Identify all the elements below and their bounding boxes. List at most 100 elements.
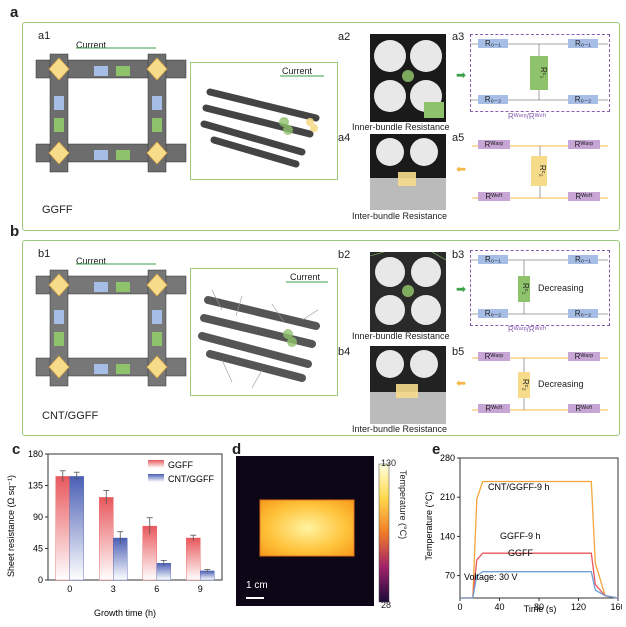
panel-label-d: d — [232, 441, 242, 458]
a1-current-label: Current — [76, 40, 107, 50]
a1-bundle-illustration — [200, 75, 324, 168]
b1-zoom-frame — [190, 268, 338, 396]
a3-resistor-r02-right: R₀₋₂ — [568, 95, 598, 104]
b1-current-label: Current — [76, 256, 107, 266]
sublabel-a4: a4 — [338, 132, 351, 144]
thermal-image — [236, 456, 390, 606]
colorbar-label: Temperature (°C) — [398, 470, 408, 540]
chart-e-label-ggff: GGFF — [508, 548, 533, 558]
a4-cross-section-image — [370, 134, 446, 210]
a2-cross-section-image — [370, 34, 446, 122]
chart-c-bar-ggff-9 — [186, 537, 201, 581]
a3-resistor-rc1: Rᶜ₁ — [530, 56, 548, 90]
b5-resistor-warp-right: Rᵂᵃʳᵖ — [568, 352, 600, 361]
panel-a-frame — [22, 22, 620, 231]
chart-c-legend-cnt: CNT/GGFF — [168, 474, 214, 484]
a1-zoom-current-label: Current — [282, 66, 313, 76]
sublabel-a1: a1 — [38, 30, 51, 42]
sublabel-a2: a2 — [338, 31, 351, 43]
a2-caption: Inner-bundle Resistance — [352, 122, 450, 132]
sublabel-b4: b4 — [338, 346, 351, 358]
chart-c-bar-ggff-0 — [55, 476, 70, 581]
b3-resistor-r02-right: R₀₋₂ — [568, 309, 598, 318]
chart-e-label-ggff9h: GGFF-9 h — [500, 531, 541, 541]
chart-c-legend-ggff: GGFF — [168, 460, 193, 470]
chart-c-x-tick-label: 6 — [154, 584, 159, 594]
b2-arrow-icon: ➡ — [456, 282, 467, 296]
a5-resistor-rc2: Rᶜ₂ — [531, 156, 547, 186]
chart-c-y-tick-label: 45 — [33, 544, 43, 554]
b3-warp-weft-label: Rᵂᵃʳᵖ/Rᵂᵉᶠᵗ — [508, 325, 547, 334]
chart-c-x-tick-label: 0 — [67, 584, 72, 594]
colorbar — [378, 463, 390, 603]
b4-caption: Inter-bundle Resistance — [352, 424, 448, 434]
chart-e-x-tick-label: 160 — [610, 602, 622, 612]
a5-resistor-warp-left: Rᵂᵃʳᵖ — [478, 140, 510, 149]
chart-c-y-tick-label: 90 — [33, 512, 43, 522]
b2-caption: Inner-bundle Resistance — [352, 331, 450, 341]
a4-caption: Inter-bundle Resistance — [352, 211, 448, 221]
a3-resistor-r01-right: R₀₋₁ — [568, 39, 598, 48]
a3-resistor-r01-left: R₀₋₁ — [478, 39, 508, 48]
panel-label-a: a — [10, 4, 19, 21]
chart-c-legend-swatch-ggff — [148, 460, 164, 468]
a5-resistor-weft-left: Rᵂᵉᶠᵗ — [478, 192, 510, 201]
b5-decreasing-label: Decreasing — [538, 379, 584, 389]
b5-resistor-warp-left: Rᵂᵃʳᵖ — [478, 352, 510, 361]
chart-e-x-tick-label: 80 — [534, 602, 544, 612]
chart-e-x-axis-label: Time (s) — [524, 604, 557, 614]
chart-e-y-tick-label: 70 — [445, 571, 455, 581]
a5-resistor-weft-right: Rᵂᵉᶠᵗ — [568, 192, 600, 201]
chart-e-x-tick-label: 120 — [571, 602, 586, 612]
chart-c-x-tick-label: 3 — [111, 584, 116, 594]
chart-e-y-tick-label: 280 — [440, 453, 455, 463]
chart-c-y-tick-label: 0 — [38, 575, 43, 585]
chart-e-y-tick-label: 140 — [440, 531, 455, 541]
sublabel-b1: b1 — [38, 248, 51, 260]
chart-e-temperature: 0408012016070140210280 Temperature (°C) … — [424, 453, 622, 614]
panel-label-e: e — [432, 441, 441, 458]
panel-label-b: b — [10, 223, 20, 240]
thermal-hot-region — [259, 499, 355, 557]
a1-zoom-frame — [190, 62, 338, 180]
sublabel-b2: b2 — [338, 249, 351, 261]
a2-arrow-icon: ➡ — [456, 68, 467, 82]
chart-e-label-cnt9h: CNT/GGFF-9 h — [488, 482, 550, 492]
b1-bundle-illustration — [198, 281, 328, 389]
sublabel-b3: b3 — [452, 249, 465, 261]
chart-c-legend-swatch-cnt — [148, 474, 164, 482]
b1-fabric-illustration — [35, 263, 187, 387]
chart-e-voltage-note: Voltage: 30 V — [464, 572, 518, 582]
chart-c-bar-cnt-0 — [69, 476, 84, 581]
b4-arrow-icon: ⬅ — [456, 376, 467, 390]
b4-cross-section-image — [370, 346, 446, 424]
chart-e-y-tick-label: 210 — [440, 492, 455, 502]
chart-c-y-tick-label: 135 — [28, 481, 43, 491]
chart-c-bar-ggff-3 — [99, 497, 114, 581]
chart-e-line-2 — [460, 571, 619, 599]
panel-label-c: c — [12, 441, 21, 458]
b3-resistor-r01-right: R₀₋₁ — [568, 255, 598, 264]
b3-circuit-frame — [470, 250, 610, 326]
a1-material-label: GGFF — [42, 204, 73, 216]
a3-warp-weft-label: Rᵂᵃʳᵖ/Rᵂᵉᶠᵗ — [508, 112, 547, 121]
colorbar-min: 28 — [381, 600, 392, 610]
chart-c-x-tick-label: 9 — [198, 584, 203, 594]
chart-c-x-axis-label: Growth time (h) — [94, 608, 156, 618]
b3-resistor-rc1: Rᶜ₁ — [518, 276, 530, 302]
a3-circuit-frame — [470, 34, 610, 112]
chart-e-y-axis-label: Temperature (°C) — [424, 491, 434, 560]
b3-decreasing-label: Decreasing — [538, 283, 584, 293]
b5-resistor-weft-left: Rᵂᵉᶠᵗ — [478, 404, 510, 413]
chart-c-y-axis-label: Sheet resistance (Ω sq⁻¹) — [6, 475, 16, 577]
b5-resistor-weft-right: Rᵂᵉᶠᵗ — [568, 404, 600, 413]
scale-bar-label: 1 cm — [246, 580, 268, 591]
a3-resistor-r02-left: R₀₋₂ — [478, 95, 508, 104]
sublabel-a3: a3 — [452, 31, 465, 43]
sublabel-b5: b5 — [452, 346, 465, 358]
chart-e-x-tick-label: 40 — [494, 602, 504, 612]
panel-b-frame — [22, 240, 620, 436]
b1-zoom-current-label: Current — [290, 272, 321, 282]
a5-resistor-warp-right: Rᵂᵃʳᵖ — [568, 140, 600, 149]
